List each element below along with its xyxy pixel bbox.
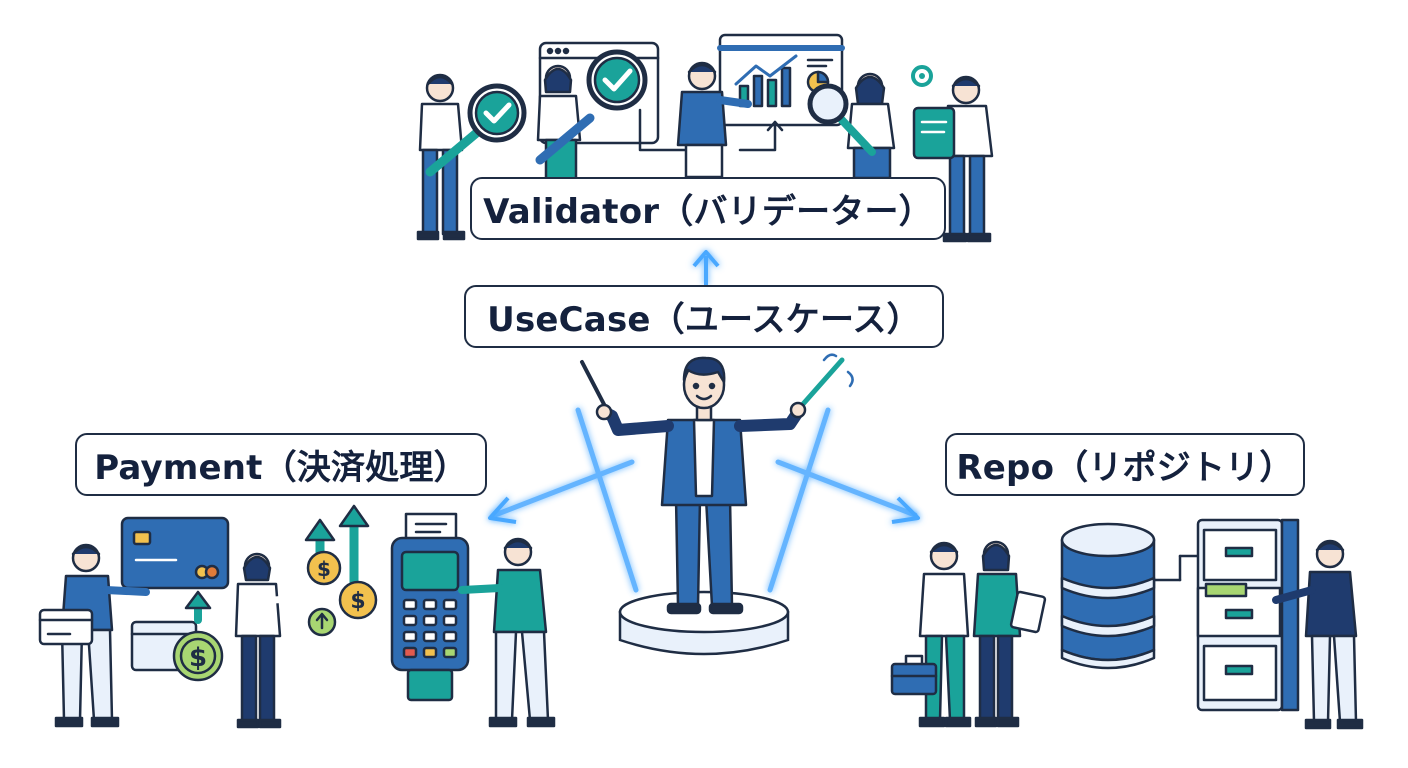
podium (618, 590, 790, 656)
usecase-label: UseCase（ユースケース） (464, 285, 944, 348)
svg-text:$: $ (317, 557, 331, 581)
repo-label: Repo（リポジトリ） (945, 433, 1305, 496)
repo-person-3 (1272, 539, 1364, 730)
validator-person-5 (942, 75, 994, 243)
conductor-person (580, 353, 854, 615)
payment-person-2 (234, 552, 306, 729)
magnifier-icon (807, 83, 876, 156)
validator-person-4 (846, 72, 896, 180)
payment-scene: $ $ $ (38, 504, 556, 729)
arrow-usecase-to-validator (692, 250, 720, 285)
payment-label: Payment（決済処理） (75, 433, 487, 496)
payment-terminal-icon (390, 512, 470, 702)
magnifier-check-icon (425, 83, 527, 177)
magnifier-check-icon (535, 49, 648, 165)
arrow-usecase-to-repo (891, 496, 920, 524)
filing-cabinet-icon (1196, 518, 1300, 712)
gear-icon (911, 65, 933, 87)
repo-person-2 (972, 540, 1022, 728)
credit-card-icon (120, 516, 230, 590)
svg-text:$: $ (350, 589, 365, 614)
validator-person-1 (416, 73, 466, 241)
validator-label: Validator（バリデーター） (470, 177, 946, 240)
clipboard-icon (912, 106, 956, 160)
briefcase-icon (890, 654, 938, 696)
database-icon (1060, 522, 1156, 670)
small-card-icon (38, 608, 94, 646)
repo-person-1 (918, 541, 972, 728)
payment-person-3 (458, 537, 556, 728)
tablet-icon (1009, 590, 1047, 634)
svg-text:$: $ (189, 643, 207, 673)
repo-scene (890, 518, 1364, 730)
conductor-scene (488, 353, 920, 656)
card-with-coin-icon: $ (130, 590, 224, 682)
validator-scene (416, 33, 994, 243)
coins-growth-icon: $ $ (304, 504, 378, 637)
arrow-usecase-to-payment (488, 496, 517, 524)
light-beams (492, 407, 918, 593)
